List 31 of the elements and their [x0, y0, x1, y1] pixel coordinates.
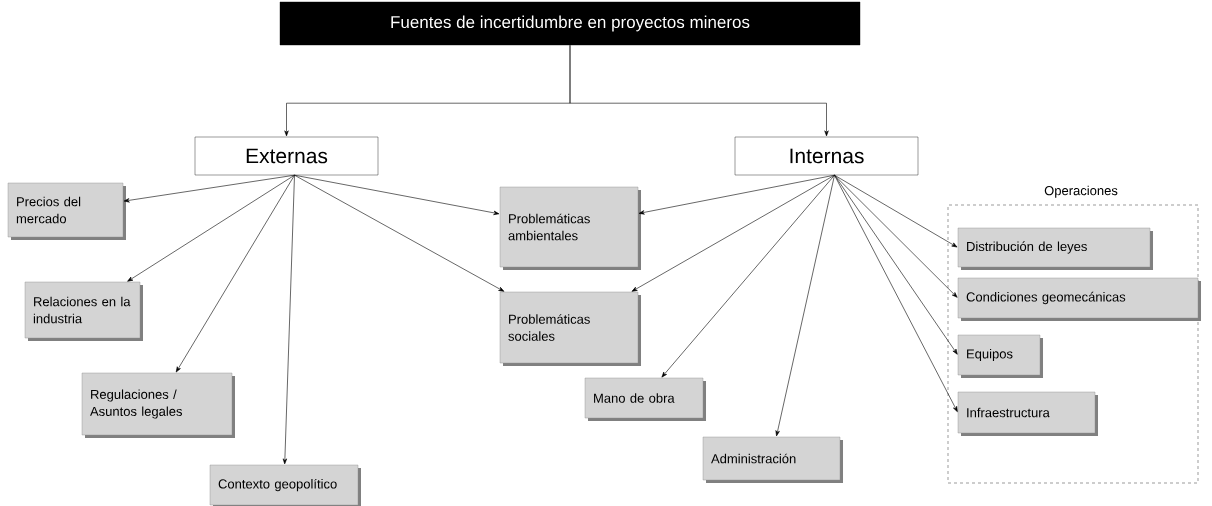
arrow: [834, 174, 958, 355]
category-box: Internas: [734, 136, 919, 176]
arrow: [294, 174, 505, 292]
factor-box: Precios del mercado: [7, 182, 126, 240]
factor-box: Condiciones geomecánicas: [957, 277, 1201, 321]
factor-box: Problemáticas sociales: [499, 291, 641, 366]
arrow: [834, 174, 958, 412]
factor-box: Administración: [702, 436, 843, 483]
arrow: [775, 174, 835, 437]
factor-box: Problemáticas ambientales: [499, 186, 641, 270]
node-label: Operaciones: [1044, 185, 1118, 198]
arrow: [282, 174, 295, 465]
factor-box: Equipos: [957, 334, 1043, 378]
arrow: [638, 174, 835, 215]
factor-box: Regulaciones / Asuntos legales: [81, 372, 235, 438]
arrow: [123, 174, 295, 203]
factor-box: Relaciones en la industria: [24, 281, 143, 341]
arrow: [175, 174, 295, 373]
title-box: Fuentes de incertidumbre en proyectos mineros: [279, 1, 861, 46]
category-box: Externas: [194, 136, 379, 176]
arrow: [127, 174, 295, 282]
arrow: [834, 174, 958, 248]
arrow: [294, 174, 500, 215]
factor-box: Mano de obra: [584, 377, 706, 421]
arrow: [569, 44, 829, 137]
factor-box: Infraestructura: [957, 391, 1098, 436]
factor-box: Contexto geopolítico: [209, 464, 361, 506]
arrow: [661, 174, 835, 378]
arrow: [631, 174, 835, 292]
factor-box: Distribución de leyes: [957, 227, 1153, 270]
arrow: [834, 174, 958, 298]
